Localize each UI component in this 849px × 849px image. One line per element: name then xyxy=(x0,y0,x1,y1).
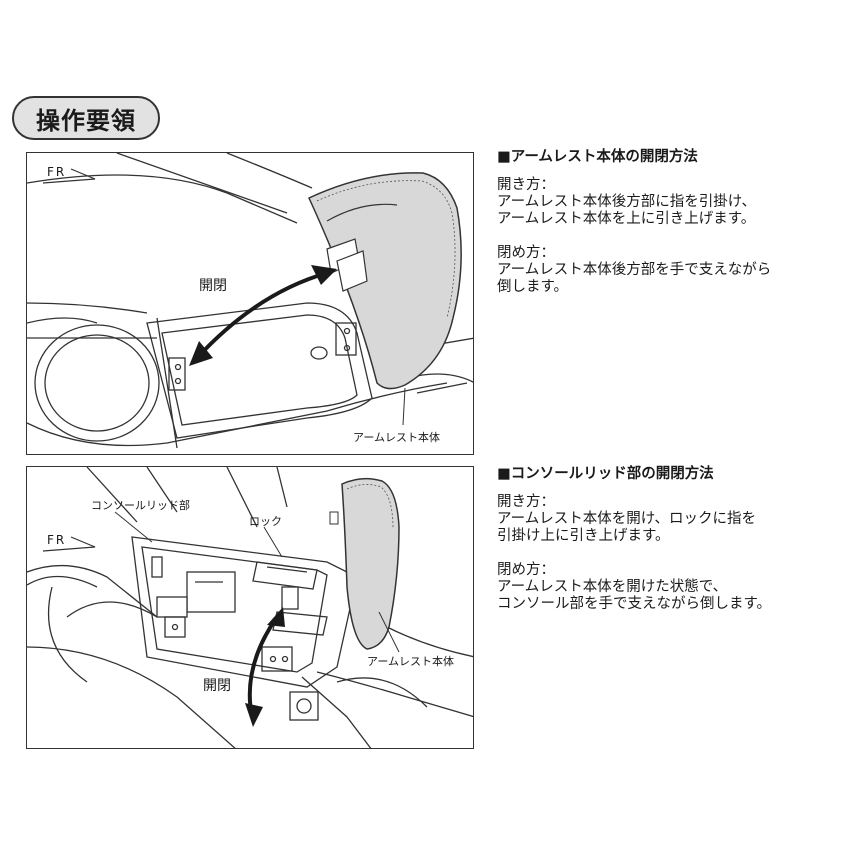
open-method-line-2: アームレスト本体を上に引き上げます。 xyxy=(497,211,756,227)
page-title: 操作要領 xyxy=(36,106,136,135)
fr-direction-label: FR xyxy=(47,165,67,179)
armrest-illustration xyxy=(27,153,473,449)
open-close-arrow-label: 開閉 xyxy=(203,678,231,694)
armrest-heading: ■アームレスト本体の開閉方法 xyxy=(497,149,698,165)
armrest-instructions: ■アームレスト本体の開閉方法 開き方： アームレスト本体後方部に指を引掛け、 ア… xyxy=(497,149,842,296)
close-method-line-1: アームレスト本体を開けた状態で、 xyxy=(497,579,728,595)
console-lid-heading: ■コンソールリッド部の開閉方法 xyxy=(497,466,714,482)
open-close-arrow-label: 開閉 xyxy=(199,278,227,294)
figure-armrest-open-close: FR 開閉 アームレスト本体 xyxy=(26,152,474,455)
armrest-body-label: アームレスト本体 xyxy=(367,655,455,668)
open-method-line-1: アームレスト本体を開け、ロックに指を xyxy=(497,511,756,527)
figure-console-lid-open-close: FR コンソールリッド部 ロック 開閉 アームレスト本体 xyxy=(26,466,474,749)
close-method-line-2: コンソール部を手で支えながら倒します。 xyxy=(497,596,772,612)
lock-label: ロック xyxy=(249,515,282,528)
console-lid-illustration xyxy=(27,467,473,748)
close-method-label: 閉め方： xyxy=(497,562,555,578)
armrest-body xyxy=(341,477,400,650)
armrest-body-label: アームレスト本体 xyxy=(353,431,441,444)
fr-direction-label: FR xyxy=(47,533,67,547)
close-method-line-2: 倒します。 xyxy=(497,279,569,295)
section-title-badge: 操作要領 xyxy=(12,96,160,140)
open-method-line-1: アームレスト本体後方部に指を引掛け、 xyxy=(497,194,756,210)
armrest-body xyxy=(308,172,462,390)
open-method-label: 開き方： xyxy=(497,177,555,193)
console-lid-instructions: ■コンソールリッド部の開閉方法 開き方： アームレスト本体を開け、ロックに指を … xyxy=(497,466,842,613)
close-method-line-1: アームレスト本体後方部を手で支えながら xyxy=(497,262,772,278)
open-method-label: 開き方： xyxy=(497,494,555,510)
console-lid-label: コンソールリッド部 xyxy=(91,499,190,512)
open-method-line-2: 引掛け上に引き上げます。 xyxy=(497,528,670,544)
close-method-label: 閉め方： xyxy=(497,245,555,261)
